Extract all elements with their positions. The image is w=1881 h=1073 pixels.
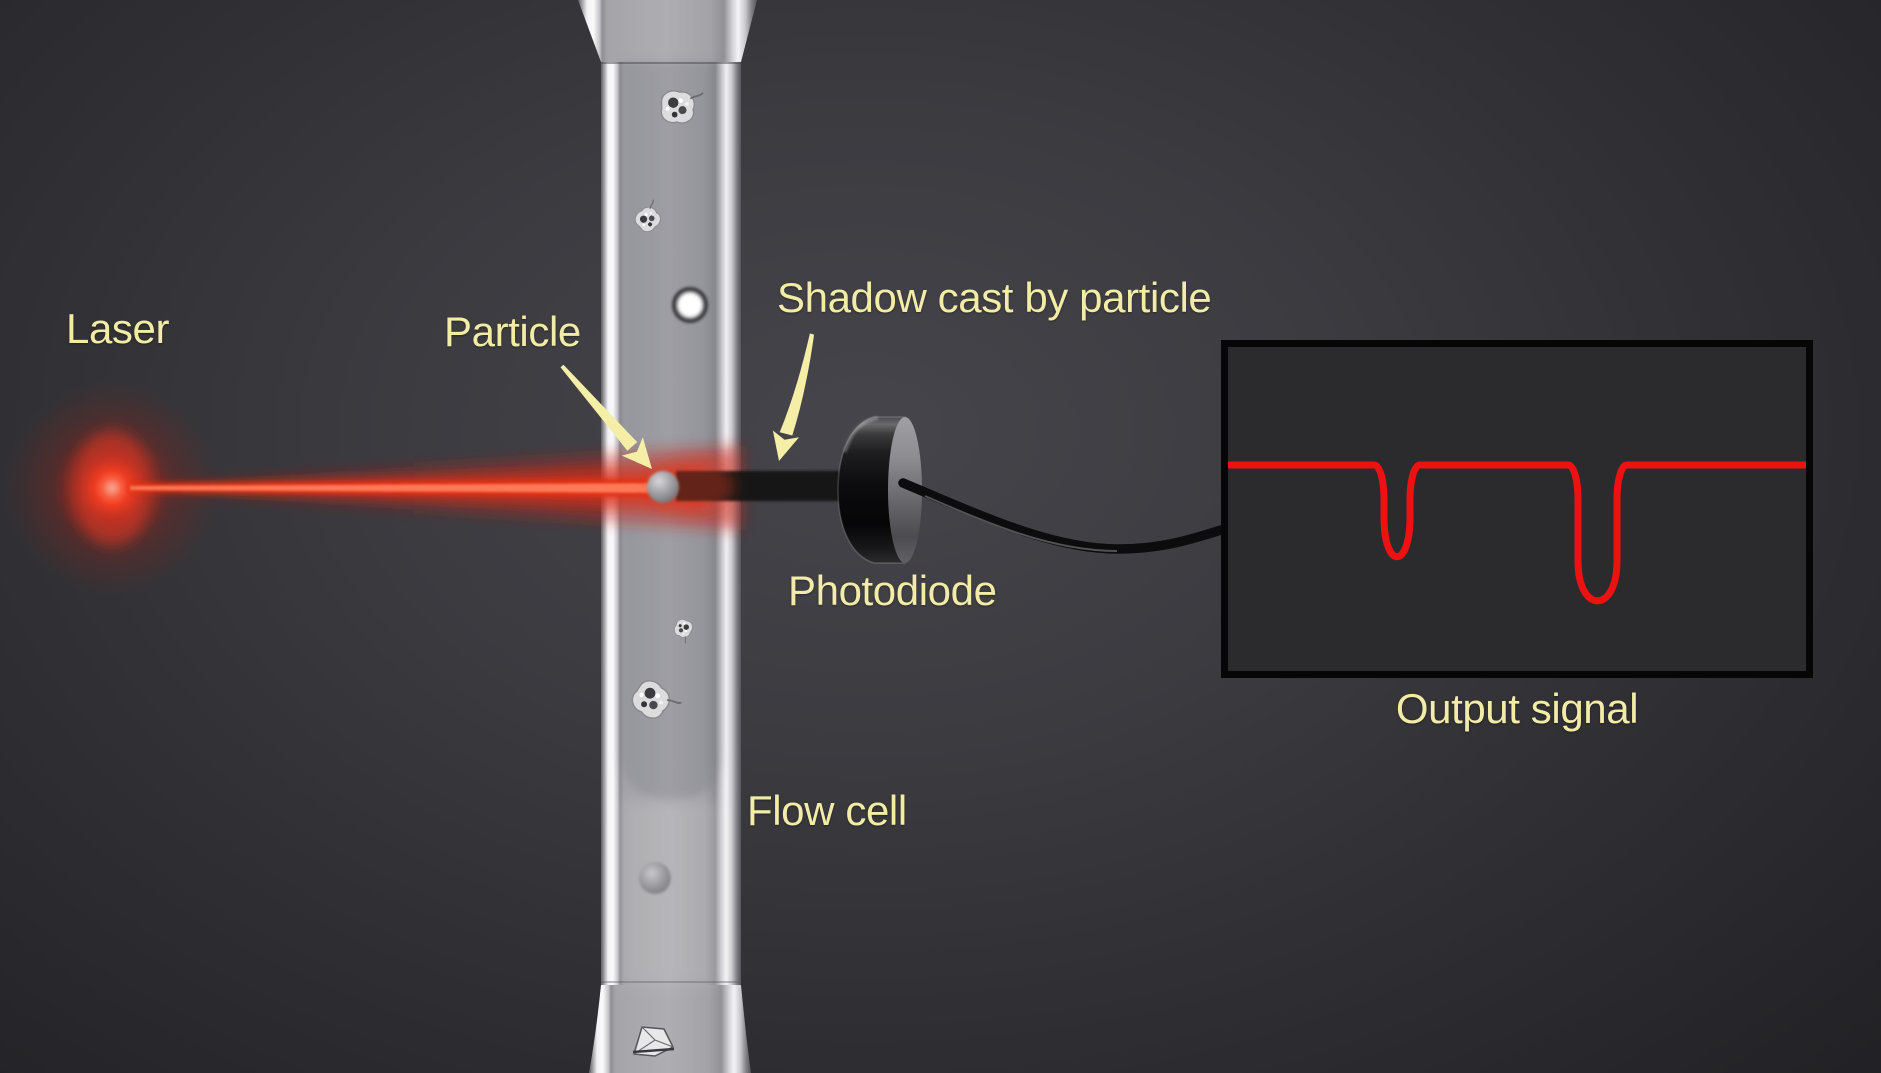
shadow-arrow <box>772 333 815 461</box>
photodiode-rim-highlight <box>843 416 879 453</box>
photodiode <box>837 416 922 564</box>
particle-arrow <box>560 364 652 469</box>
particle-label: Particle <box>444 308 581 355</box>
suspended-particles <box>625 85 709 1057</box>
oscilloscope <box>1221 340 1813 678</box>
crystal-particle <box>632 1026 675 1057</box>
laser-label: Laser <box>66 305 170 352</box>
scope-screen <box>1221 340 1813 678</box>
particle-arrow-head <box>621 437 652 469</box>
laser-beam <box>4 380 742 596</box>
flow-cell-bottom-flare <box>589 985 751 1073</box>
shadow-arrow-shaft <box>779 333 815 436</box>
shadow-cast-label: Shadow cast by particle <box>777 274 1212 321</box>
flow-cell-top-flare <box>578 0 757 62</box>
gray-sphere-particle <box>639 862 671 894</box>
cable-sheen <box>924 495 1118 552</box>
photodiode-label: Photodiode <box>788 567 997 614</box>
flow-cell-inner-lower-light <box>620 802 722 985</box>
output-trace <box>1228 461 1806 605</box>
output-signal-label: Output signal <box>1395 685 1639 732</box>
cable-wire <box>898 478 1229 554</box>
photodiode-face <box>888 417 922 563</box>
beam-hot-line <box>130 483 693 493</box>
particle-in-beam <box>647 471 679 503</box>
laser-source-halo <box>72 430 152 546</box>
flow-cell-label: Flow cell <box>747 787 907 834</box>
flow-cell-inner-upper-shade <box>620 62 722 800</box>
particle-arrow-shaft <box>560 364 638 451</box>
shadow-arrow-head <box>772 430 800 461</box>
flow-cell <box>578 0 757 1073</box>
bubble-particle <box>671 286 709 324</box>
signal-cable <box>898 478 1229 554</box>
photodiode-body <box>838 417 905 563</box>
